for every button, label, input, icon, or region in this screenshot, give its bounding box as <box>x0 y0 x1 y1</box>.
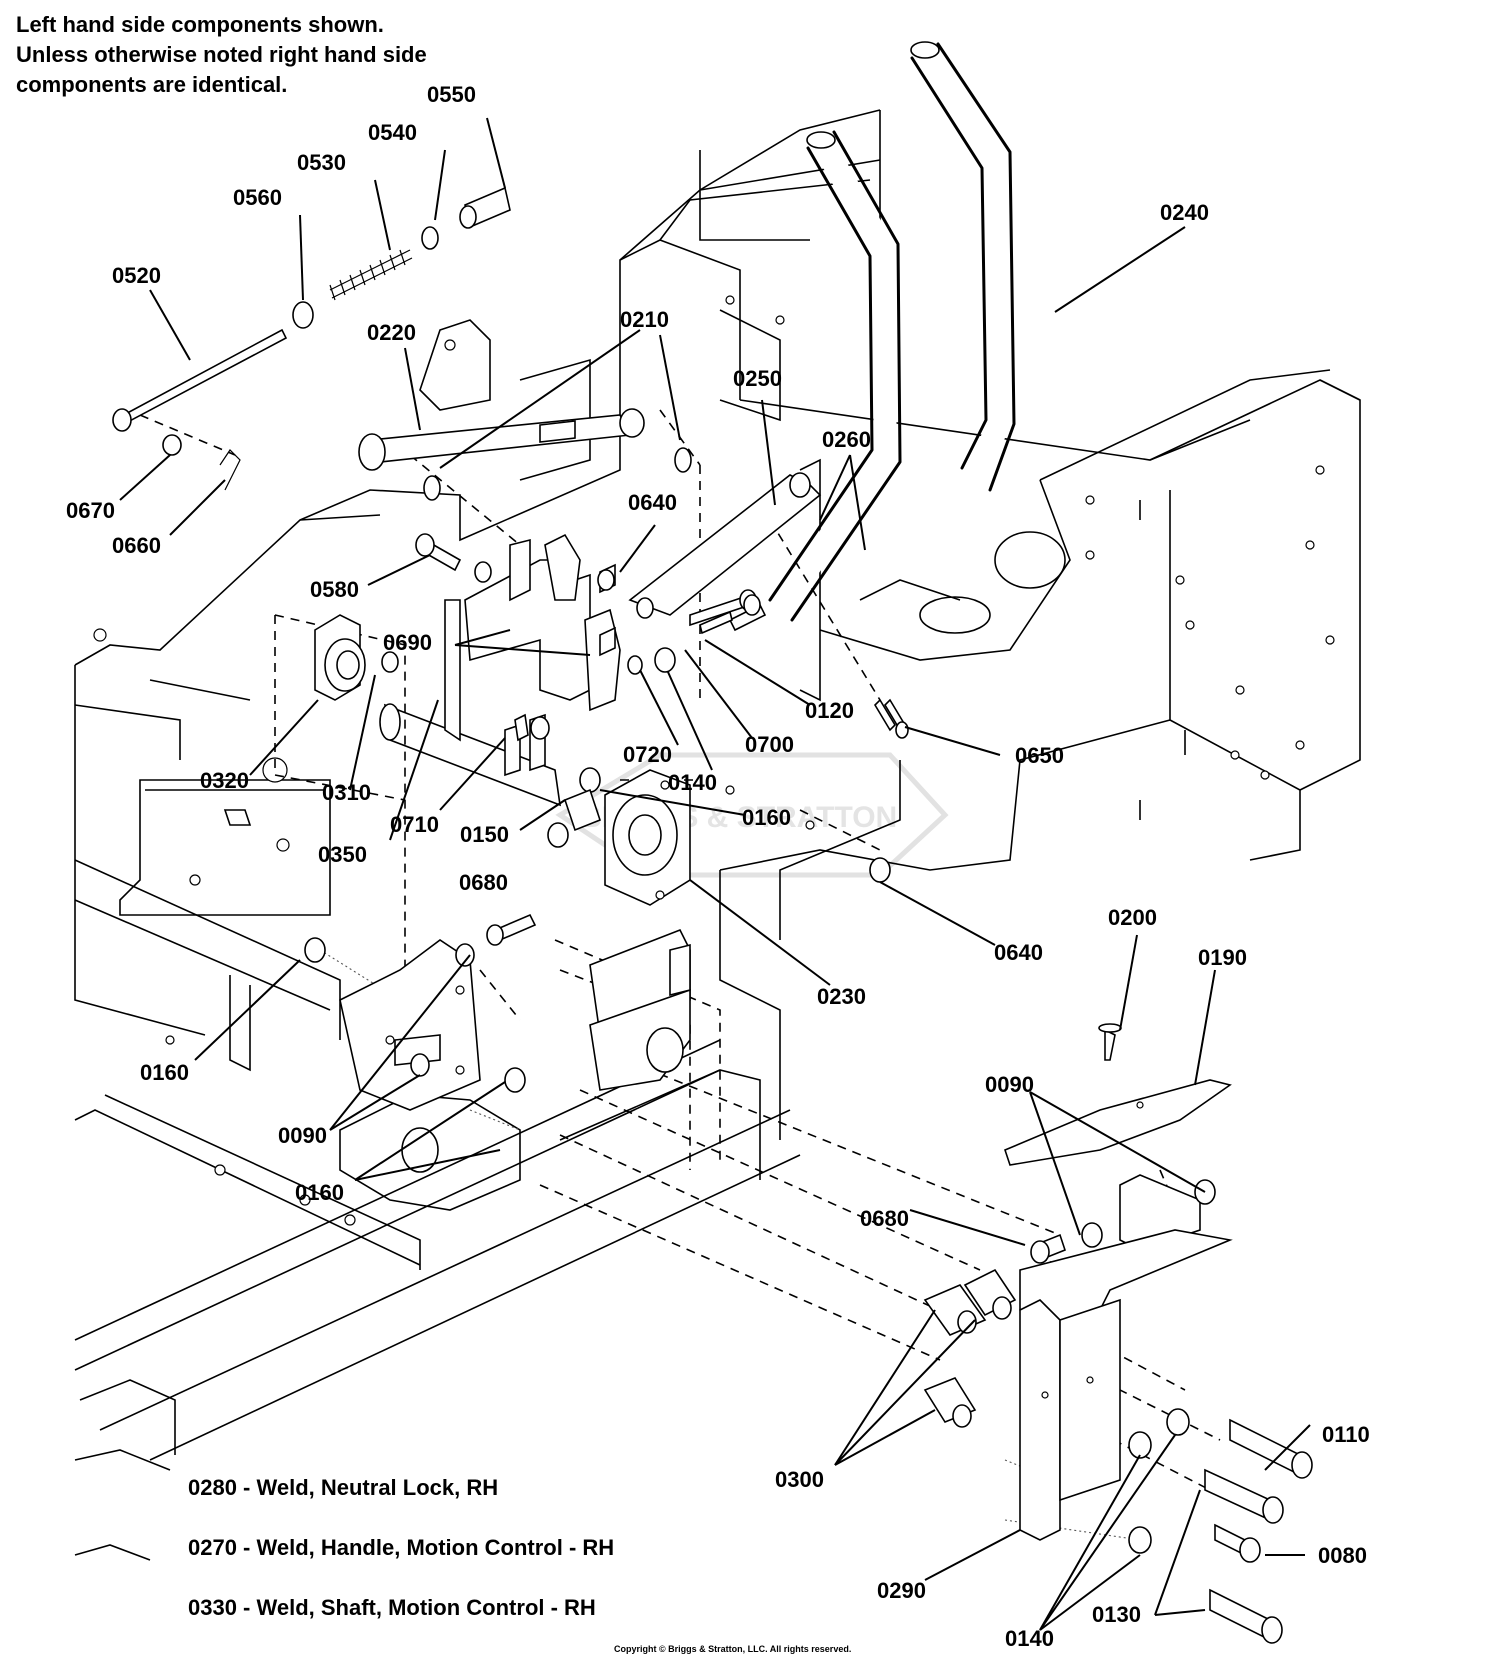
callout-0080: 0080 <box>1318 1543 1367 1568</box>
callout-0230: 0230 <box>817 984 866 1009</box>
callout-0140-upper: 0140 <box>668 770 717 795</box>
callout-0140-lower: 0140 <box>1005 1626 1054 1651</box>
left-chassis-frame <box>74 514 801 1561</box>
callout-0660: 0660 <box>112 533 161 558</box>
callout-0640-upper: 0640 <box>628 490 677 515</box>
callout-0680-lower: 0680 <box>860 1206 909 1231</box>
callout-0290: 0290 <box>877 1578 926 1603</box>
callout-0090-right: 0090 <box>985 1072 1034 1097</box>
callout-0520: 0520 <box>112 263 161 288</box>
callout-0320: 0320 <box>200 768 249 793</box>
callout-0210: 0210 <box>620 307 669 332</box>
legend-line-0280: 0280 - Weld, Neutral Lock, RH <box>188 1475 498 1500</box>
callout-0150: 0150 <box>460 822 509 847</box>
spring-rod-assembly <box>112 186 511 491</box>
callout-0540: 0540 <box>368 120 417 145</box>
note-line-3: components are identical. <box>16 72 287 97</box>
callout-0160-mid: 0160 <box>742 805 791 830</box>
callout-0190: 0190 <box>1198 945 1247 970</box>
callout-0200: 0200 <box>1108 905 1157 930</box>
callout-0160-lower: 0160 <box>295 1180 344 1205</box>
callouts: 0550 0540 0530 0560 0520 0240 0210 0220 … <box>66 82 1370 1651</box>
callout-0650: 0650 <box>1015 743 1064 768</box>
callout-0690: 0690 <box>383 630 432 655</box>
control-links <box>628 472 897 732</box>
right-side-parts <box>923 1023 1313 1644</box>
damper-assembly <box>358 408 692 501</box>
part-legend: 0280 - Weld, Neutral Lock, RH 0270 - Wel… <box>188 1475 614 1620</box>
flange-bearings <box>314 614 691 906</box>
callout-0350: 0350 <box>318 842 367 867</box>
hardware-fasteners <box>304 533 909 1093</box>
callout-0310: 0310 <box>322 780 371 805</box>
callout-0260: 0260 <box>822 427 871 452</box>
diagram-note: Left hand side components shown. Unless … <box>16 12 427 97</box>
callout-0120: 0120 <box>805 698 854 723</box>
callout-0720: 0720 <box>623 742 672 767</box>
callout-0130: 0130 <box>1092 1602 1141 1627</box>
legend-line-0270: 0270 - Weld, Handle, Motion Control - RH <box>188 1535 614 1560</box>
callout-0670: 0670 <box>66 498 115 523</box>
callout-0530: 0530 <box>297 150 346 175</box>
callout-0550: 0550 <box>427 82 476 107</box>
callout-0560: 0560 <box>233 185 282 210</box>
callout-0640-lower: 0640 <box>994 940 1043 965</box>
legend-line-0330: 0330 - Weld, Shaft, Motion Control - RH <box>188 1595 596 1620</box>
callout-0160-left: 0160 <box>140 1060 189 1085</box>
callout-0300: 0300 <box>775 1467 824 1492</box>
note-line-2: Unless otherwise noted right hand side <box>16 42 427 67</box>
callout-0580: 0580 <box>310 577 359 602</box>
callout-0090-left: 0090 <box>278 1123 327 1148</box>
callout-0110: 0110 <box>1322 1422 1370 1447</box>
neutral-lock-bracket <box>339 533 691 1111</box>
callout-0240: 0240 <box>1160 200 1209 225</box>
callout-0710: 0710 <box>390 812 439 837</box>
leader-lines <box>119 117 1311 1631</box>
callout-0700: 0700 <box>745 732 794 757</box>
copyright-notice: Copyright © Briggs & Stratton, LLC. All … <box>614 1644 851 1654</box>
callout-0680-upper: 0680 <box>459 870 508 895</box>
motion-control-handles <box>768 38 1016 622</box>
callout-0250: 0250 <box>733 366 782 391</box>
note-line-1: Left hand side components shown. <box>16 12 384 37</box>
callout-0220: 0220 <box>367 320 416 345</box>
